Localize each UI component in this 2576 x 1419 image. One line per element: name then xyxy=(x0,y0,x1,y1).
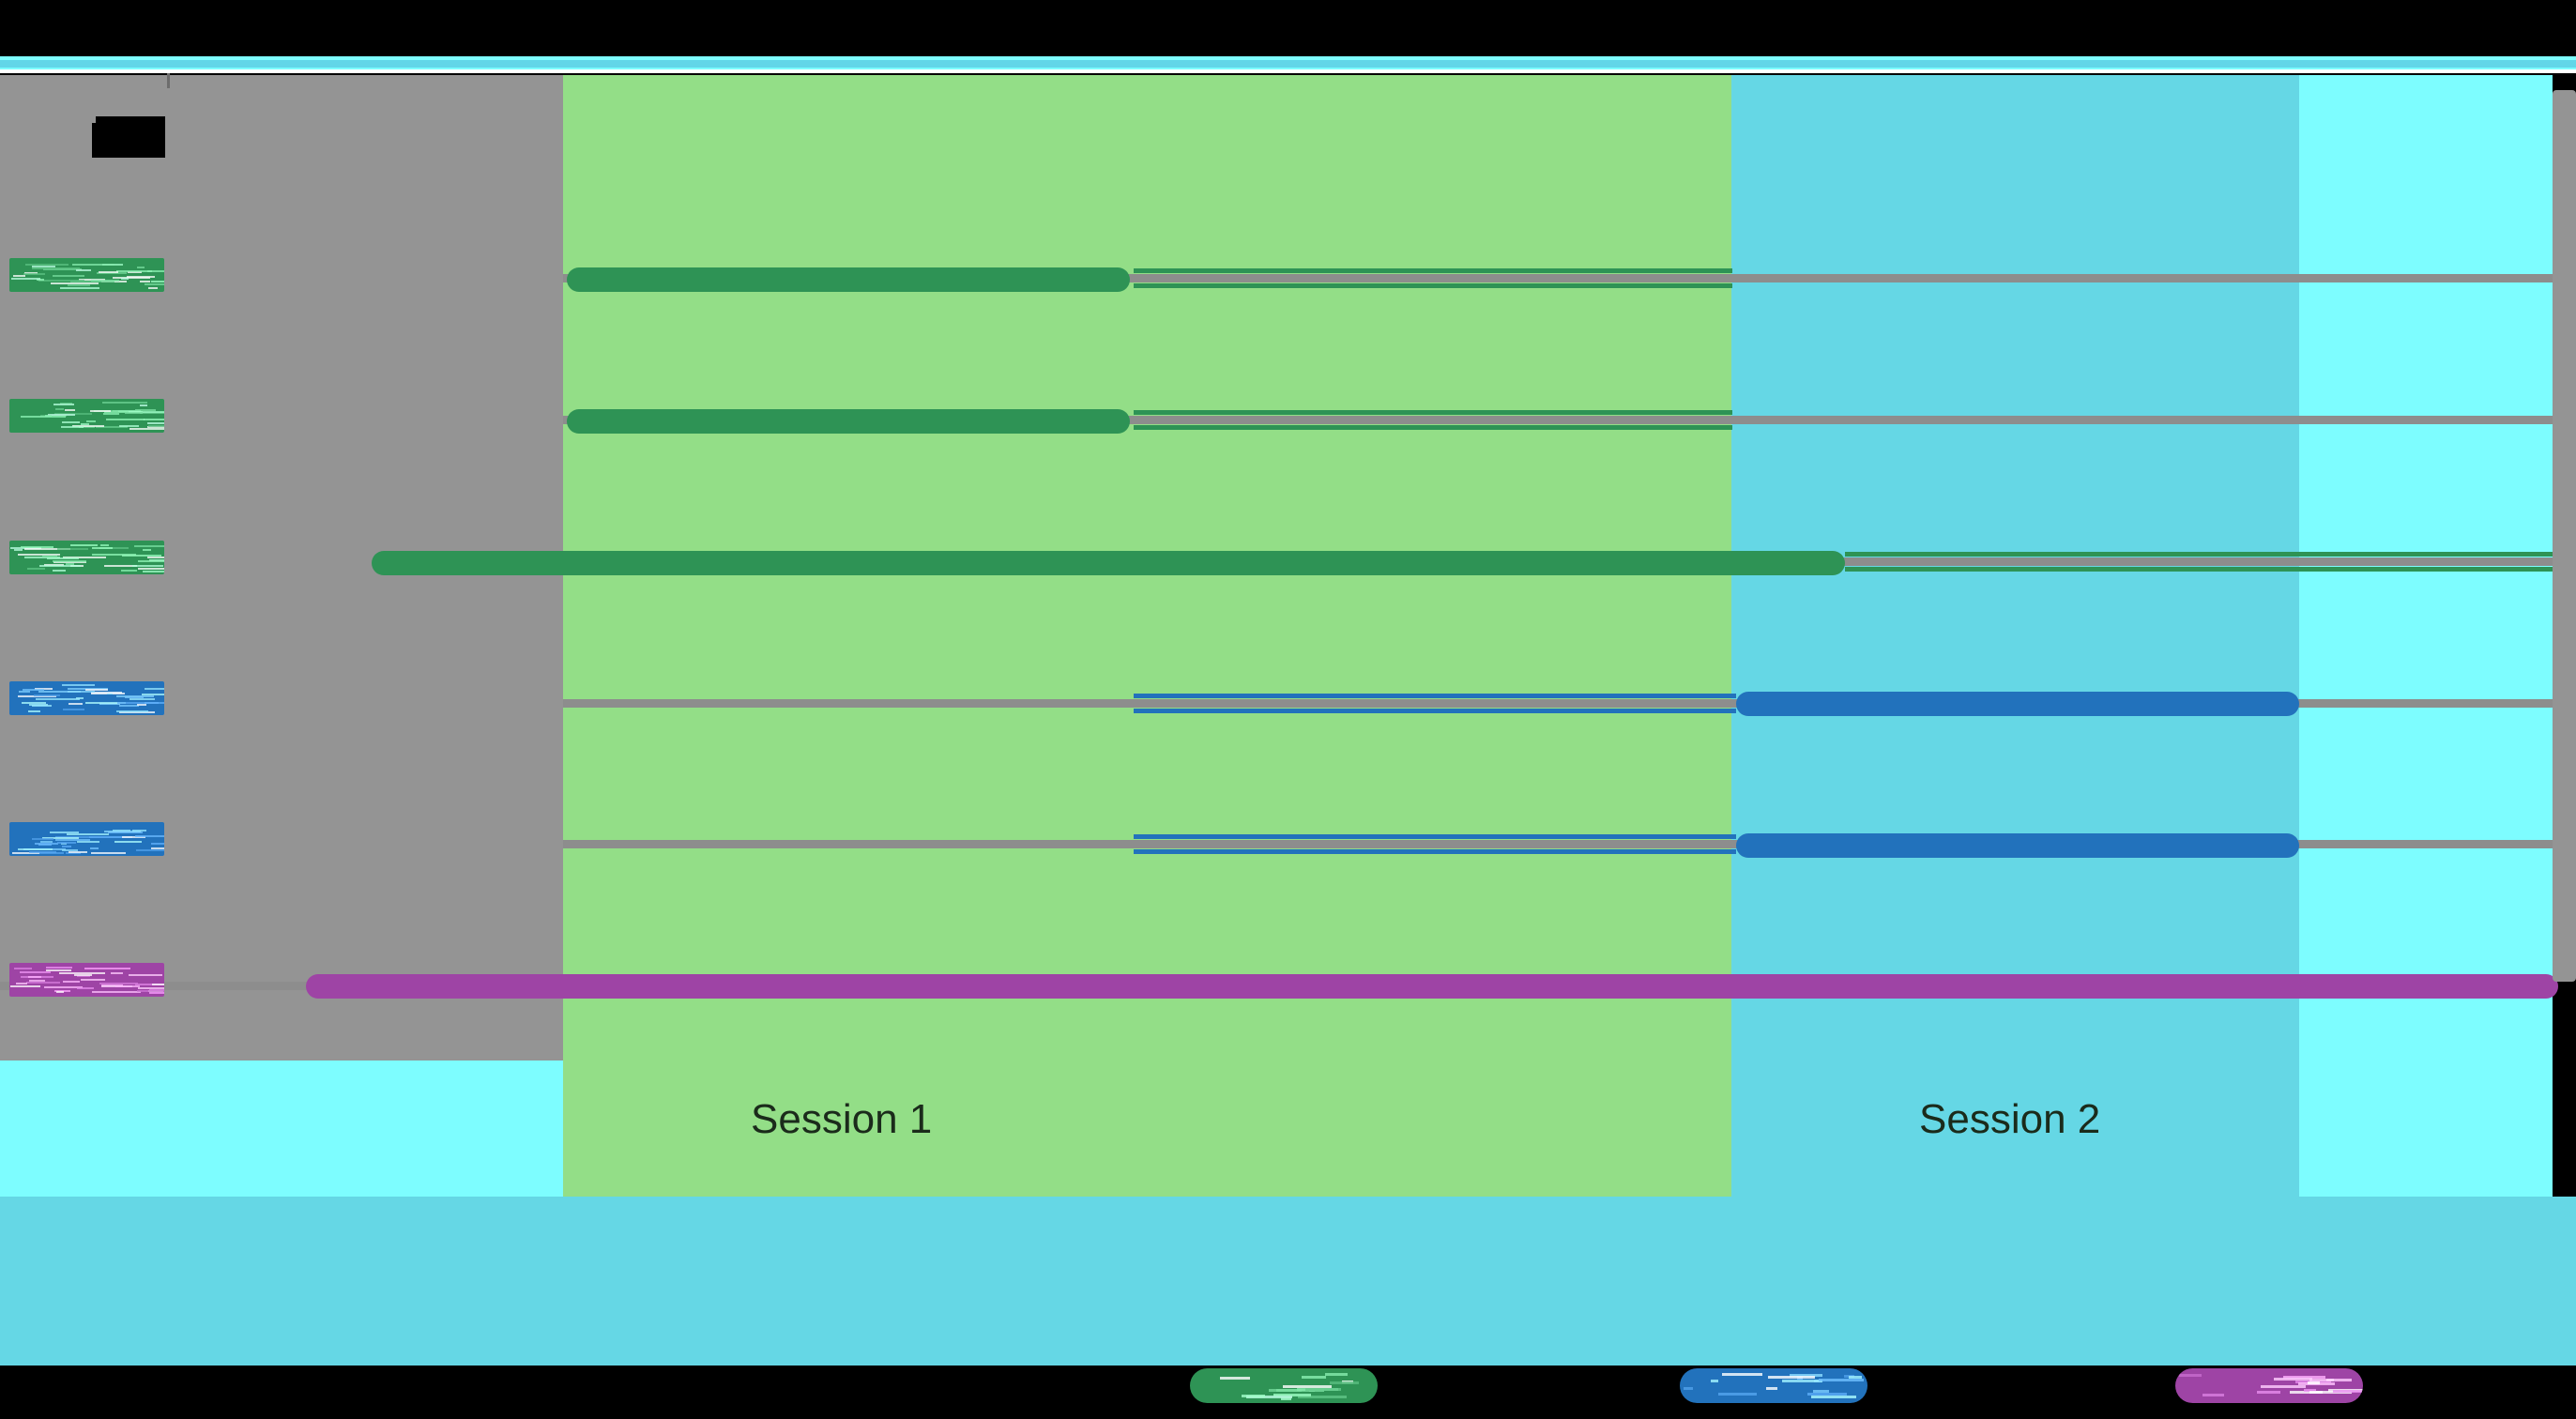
row-track-line xyxy=(1134,709,1736,713)
session-2-caption: Session 2 xyxy=(1919,1096,2100,1143)
axis-footer-left-strip xyxy=(0,1060,563,1197)
row-label xyxy=(9,399,164,433)
row-label xyxy=(9,258,164,292)
row-track-line xyxy=(1134,283,1732,288)
row-track-line xyxy=(1134,410,1732,415)
session-band-2 xyxy=(1731,75,2299,1197)
top-strip-accent xyxy=(0,60,2576,68)
legend-item[interactable] xyxy=(1190,1368,1378,1403)
row-label xyxy=(9,541,164,574)
timeline-bar[interactable] xyxy=(1736,692,2299,716)
row-label xyxy=(9,963,164,997)
timeline-bar[interactable] xyxy=(372,551,1845,575)
row-track-line xyxy=(1845,552,2553,557)
row-track-line xyxy=(1134,694,1736,698)
session-band-1 xyxy=(563,75,1731,1197)
row-label xyxy=(9,822,164,856)
row-track-line xyxy=(1845,567,2553,572)
session-1-caption: Session 1 xyxy=(751,1096,932,1143)
timeline-bar[interactable] xyxy=(567,409,1130,434)
legend-item[interactable] xyxy=(2175,1368,2363,1403)
timeline-bar[interactable] xyxy=(306,974,2558,999)
vertical-scrollbar[interactable] xyxy=(2553,90,2576,982)
chart-title-redaction-top xyxy=(96,116,165,124)
row-track-line xyxy=(1134,425,1732,430)
legend-item[interactable] xyxy=(1680,1368,1867,1403)
footer-cyan-panel xyxy=(0,1197,2576,1366)
row-label xyxy=(9,681,164,715)
axis-tick-mark xyxy=(167,73,170,88)
row-track-line xyxy=(1134,268,1732,273)
timeline-bar[interactable] xyxy=(567,267,1130,292)
row-track-line xyxy=(1134,834,1736,839)
timeline-bar[interactable] xyxy=(1736,833,2299,858)
post-session-band xyxy=(2299,75,2553,1197)
chart-title-redaction xyxy=(92,123,165,158)
top-strip-divider xyxy=(0,69,2576,73)
row-track-line xyxy=(1134,849,1736,854)
